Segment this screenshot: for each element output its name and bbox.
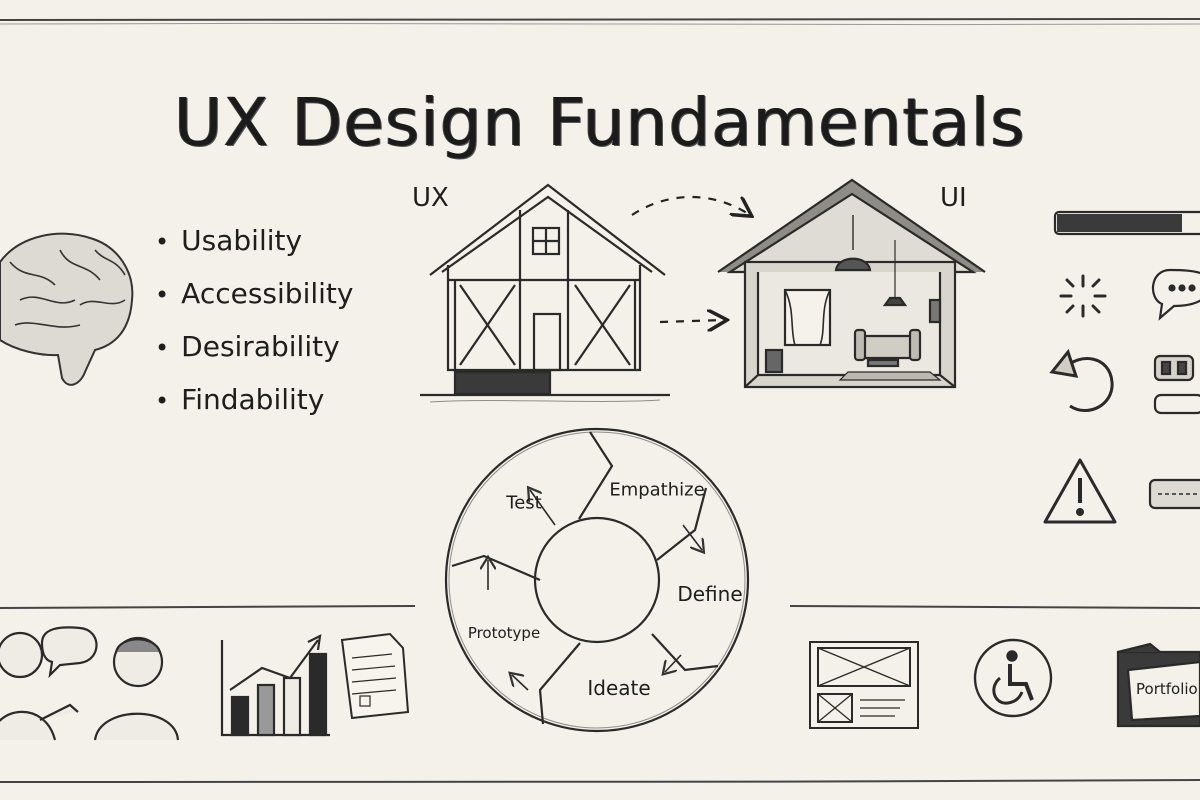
cycle-stage-prototype: Prototype	[467, 624, 541, 642]
principles-list: Usability Accessibility Desirability Fin…	[155, 215, 353, 427]
bar-chart-icon	[220, 634, 330, 737]
cycle-stage-define: Define	[677, 582, 743, 606]
input-field-icon	[1148, 478, 1200, 510]
undo-arrow-icon	[1049, 348, 1114, 412]
principle-item: Findability	[155, 374, 353, 427]
cycle-outer-ring	[444, 427, 750, 733]
chat-bubble-icon	[1152, 268, 1200, 321]
cycle-stage-test: Test	[506, 492, 542, 514]
ux-house-frame-icon	[420, 183, 670, 403]
toggle-buttons-icon	[1153, 354, 1200, 415]
cycle-inner-ring	[533, 516, 661, 644]
cycle-chevron	[578, 431, 614, 520]
principle-item: Usability	[155, 215, 353, 268]
progress-bar-icon	[1053, 210, 1200, 236]
dashed-arrow-icon	[631, 195, 750, 322]
principle-item: Accessibility	[155, 268, 353, 321]
cycle-chevron	[651, 633, 719, 672]
page-title: UX Design Fundamentals	[174, 84, 1026, 162]
frame-lines	[0, 18, 1200, 783]
accessibility-icon	[973, 638, 1053, 718]
cycle-chevron	[656, 487, 708, 561]
document-icon	[340, 632, 410, 720]
ux-label: UX	[412, 183, 449, 213]
warning-icon	[1043, 458, 1117, 524]
people-talking-icon	[0, 626, 180, 741]
design-cycle-diagram	[444, 427, 750, 733]
principle-item: Desirability	[155, 321, 353, 374]
folder-icon	[1116, 642, 1200, 728]
ui-house-furnished-icon	[717, 178, 986, 389]
wireframe-icon	[809, 641, 919, 729]
ui-label: UI	[940, 183, 967, 213]
cycle-chevron	[538, 642, 581, 725]
cycle-stage-empathize: Empathize	[609, 479, 705, 501]
folder-label: Portfolio	[1136, 680, 1198, 698]
cycle-stage-ideate: Ideate	[587, 676, 651, 700]
cycle-chevron	[451, 554, 541, 582]
brain-icon	[0, 232, 134, 386]
loading-spinner-icon	[1059, 274, 1107, 318]
